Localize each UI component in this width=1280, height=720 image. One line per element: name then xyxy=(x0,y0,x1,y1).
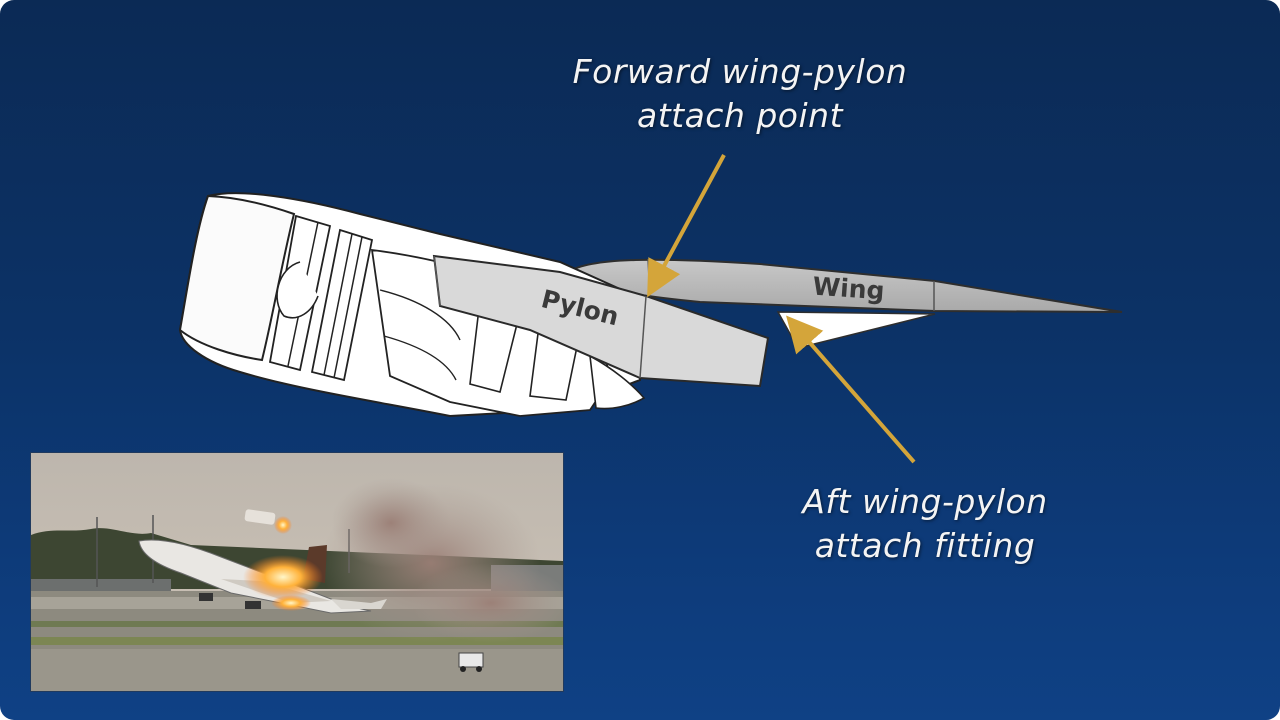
aft-fitting-shape xyxy=(776,311,936,349)
cargo-plane-engine-fire-photo xyxy=(30,452,564,692)
forward-callout-line-1: Forward wing-pylon xyxy=(572,52,908,91)
aft-attach-callout: Aft wing-pylon attach fitting xyxy=(740,480,1110,568)
pylon-shape xyxy=(432,254,770,388)
aft-attach-arrow xyxy=(786,315,916,464)
aft-callout-line-2: attach fitting xyxy=(814,526,1036,565)
forward-callout-line-2: attach point xyxy=(636,96,844,135)
photo-illustration xyxy=(31,453,563,691)
forward-attach-arrow xyxy=(647,154,726,298)
wing-label: Wing xyxy=(812,272,886,306)
aft-callout-line-1: Aft wing-pylon xyxy=(802,482,1048,521)
forward-attach-callout: Forward wing-pylon attach point xyxy=(520,50,960,138)
